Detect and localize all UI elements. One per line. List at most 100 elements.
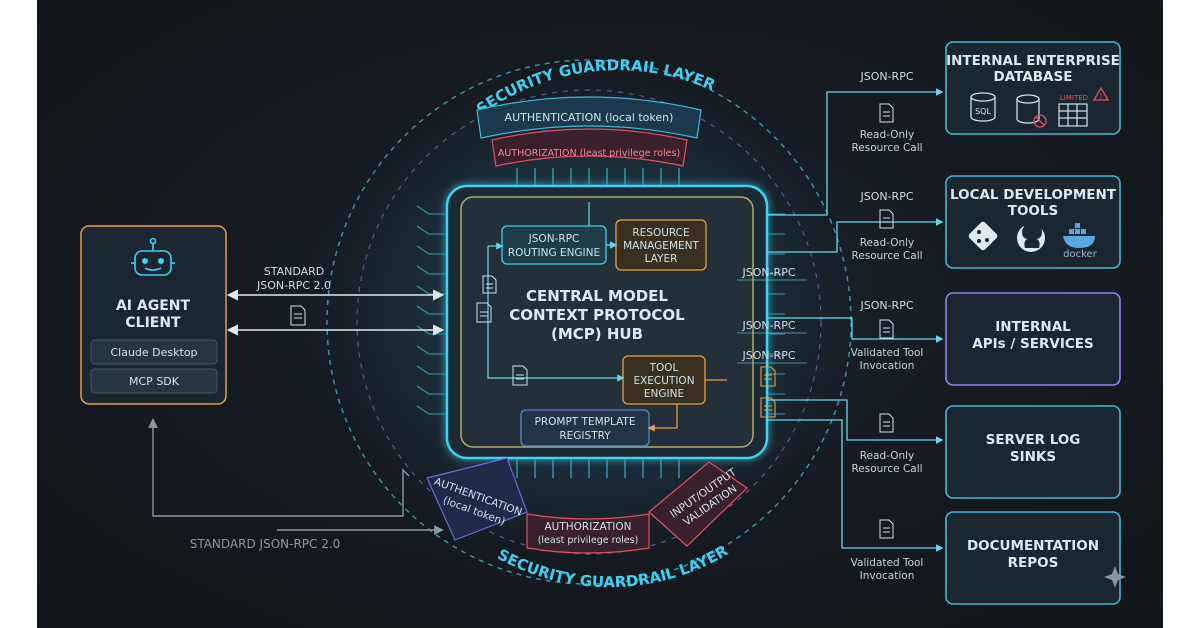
hub-title-line1: CENTRAL MODEL bbox=[526, 287, 668, 305]
target-title-4-line1: SERVER LOG bbox=[986, 432, 1081, 448]
chip-pin bbox=[416, 205, 447, 215]
top-authorization-label: AUTHORIZATION (least privilege roles) bbox=[498, 148, 680, 159]
sparkle-icon bbox=[1104, 566, 1126, 588]
target-connectors bbox=[737, 88, 944, 552]
target-title-2-line1: LOCAL DEVELOPMENT bbox=[950, 187, 1117, 203]
routing-engine-line1: JSON-RPC bbox=[528, 233, 580, 245]
flow-protocol-2: JSON-RPC bbox=[859, 190, 913, 203]
connector-1 bbox=[767, 88, 944, 216]
target-title-3-line1: INTERNAL bbox=[995, 319, 1071, 335]
target-title-4-line2: SINKS bbox=[1010, 449, 1056, 465]
warning-icon: ! bbox=[1092, 86, 1110, 101]
connector-3 bbox=[767, 317, 944, 343]
outer-guardrail-ring bbox=[326, 59, 852, 585]
target-title-5-line2: REPOS bbox=[1008, 555, 1059, 571]
hub-protocol-label-3: JSON-RPC bbox=[741, 349, 795, 362]
flow-call-5-line1: Validated Tool bbox=[851, 557, 924, 569]
standard-label-line1: STANDARD bbox=[264, 265, 325, 278]
target-title-3-line2: APIs / SERVICES bbox=[972, 336, 1093, 352]
top-authorization-band bbox=[491, 128, 688, 167]
prompt-registry-line1: PROMPT TEMPLATE bbox=[535, 416, 636, 428]
sql-database-icon: SQL bbox=[970, 92, 996, 122]
target-title-2-line2: TOOLS bbox=[1008, 203, 1059, 219]
flow-call-2-line2: Resource Call bbox=[851, 250, 922, 262]
bottom-authorization-badge: AUTHORIZATION (least privilege roles) bbox=[526, 513, 650, 554]
routing-engine-line2: ROUTING ENGINE bbox=[508, 247, 600, 259]
document-icon bbox=[879, 319, 894, 339]
document-icon bbox=[879, 103, 894, 123]
top-authentication-label: AUTHENTICATION (local token) bbox=[505, 111, 674, 124]
document-icon bbox=[760, 397, 776, 418]
resource-management-line1: RESOURCE bbox=[632, 227, 689, 239]
document-icon bbox=[760, 366, 776, 387]
flow-call-4-line2: Resource Call bbox=[851, 463, 922, 475]
resource-management-line2: MANAGEMENT bbox=[623, 240, 699, 252]
standard-bottom-label: STANDARD JSON-RPC 2.0 bbox=[190, 537, 341, 551]
document-icon bbox=[476, 302, 492, 323]
diagram-canvas: SECURITY GUARDRAIL LAYER SECURITY GUARDR… bbox=[37, 0, 1163, 628]
limited-table-icon: LIMITED bbox=[1058, 94, 1088, 127]
hub-protocol-label-2: JSON-RPC bbox=[741, 319, 795, 332]
chip-pin bbox=[416, 405, 447, 415]
tool-execution-line3: ENGINE bbox=[644, 388, 684, 400]
chip-pins bbox=[416, 168, 785, 478]
chip-pin bbox=[416, 345, 447, 355]
hub-title-line2: CONTEXT PROTOCOL bbox=[509, 306, 685, 324]
svg-text:docker: docker bbox=[1063, 249, 1098, 260]
hub-title-line3: (MCP) HUB bbox=[551, 325, 643, 343]
tool-execution-line2: EXECUTION bbox=[633, 375, 694, 387]
bottom-authorization-line2: (least privilege roles) bbox=[538, 535, 639, 546]
flow-call-1-line2: Resource Call bbox=[851, 142, 922, 154]
standard-label-line2: JSON-RPC 2.0 bbox=[256, 279, 331, 292]
flow-call-3-line1: Validated Tool bbox=[851, 347, 924, 359]
document-icon bbox=[879, 209, 894, 229]
chip-pin bbox=[416, 265, 447, 275]
blocked-database-icon bbox=[1016, 94, 1047, 128]
flow-call-2-line1: Read-Only bbox=[860, 237, 915, 249]
message-icon bbox=[290, 305, 306, 326]
svg-text:!: ! bbox=[1099, 92, 1102, 101]
prompt-registry-line2: REGISTRY bbox=[559, 430, 611, 442]
diagram-svg: SECURITY GUARDRAIL LAYER SECURITY GUARDR… bbox=[80, 41, 1126, 605]
bottom-authentication-badge: AUTHENTICATION (local token) bbox=[426, 457, 528, 541]
client-item-claude-desktop bbox=[90, 339, 218, 365]
connector-4 bbox=[767, 399, 944, 444]
chip-pin bbox=[416, 225, 447, 235]
tool-to-prompt-link bbox=[647, 404, 678, 432]
github-icon bbox=[1017, 222, 1045, 252]
inner-guardrail-ring bbox=[356, 89, 822, 555]
client-return-path bbox=[148, 418, 410, 517]
connector-5 bbox=[767, 419, 944, 552]
client-item-claude-desktop-label: Claude Desktop bbox=[110, 346, 197, 359]
git-icon bbox=[968, 221, 998, 251]
hub-protocol-label-1: JSON-RPC bbox=[741, 266, 795, 279]
docker-icon: docker bbox=[1063, 223, 1098, 260]
chip-pin bbox=[416, 305, 447, 315]
client-item-mcp-sdk-label: MCP SDK bbox=[129, 375, 180, 388]
bottom-authorization-line1: AUTHORIZATION bbox=[544, 521, 631, 533]
robot-icon bbox=[131, 237, 175, 276]
target-title-5-line1: DOCUMENTATION bbox=[967, 538, 1099, 554]
document-icon bbox=[482, 275, 497, 294]
top-authentication-band bbox=[476, 96, 702, 139]
chip-pin bbox=[416, 365, 447, 375]
routing-to-tool-link bbox=[487, 246, 625, 382]
client-title-line1: AI AGENT bbox=[116, 298, 191, 314]
chip-pin bbox=[416, 245, 447, 255]
document-icon bbox=[512, 365, 528, 386]
svg-text:LIMITED: LIMITED bbox=[1060, 94, 1088, 102]
hub-inner-frame-glow bbox=[460, 196, 754, 448]
chip-pin bbox=[416, 385, 447, 395]
flow-protocol-3: JSON-RPC bbox=[859, 299, 913, 312]
target-title-1-line2: DATABASE bbox=[994, 69, 1073, 85]
flow-call-4-line1: Read-Only bbox=[860, 450, 915, 462]
flow-call-5-line2: Invocation bbox=[860, 570, 915, 582]
document-icon bbox=[879, 519, 894, 539]
flow-call-1-line1: Read-Only bbox=[860, 129, 915, 141]
